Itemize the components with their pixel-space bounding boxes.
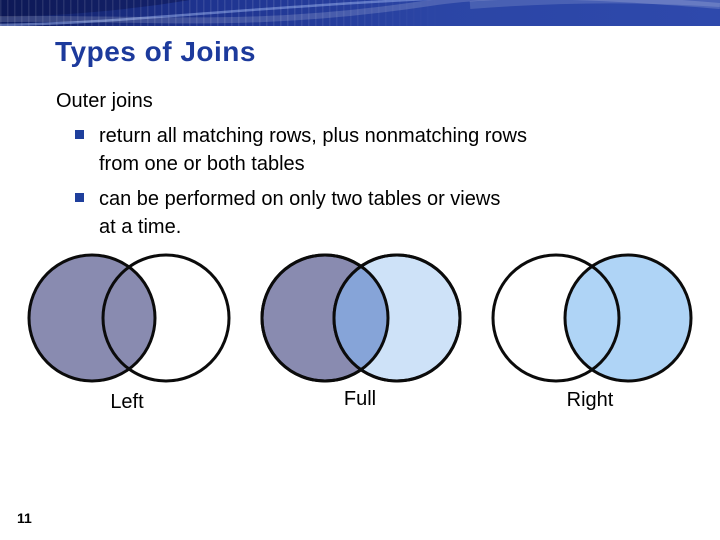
full-join-left-outline <box>260 253 390 383</box>
venn-diagrams <box>27 253 693 383</box>
bullet-line: can be performed on only two tables or v… <box>99 188 501 210</box>
left-join-left-circle <box>27 253 157 383</box>
venn-label-right: Right <box>566 389 614 411</box>
header-banner <box>0 0 720 26</box>
left-join-right-circle <box>101 253 231 383</box>
slide-title: Types of Joins <box>55 36 256 67</box>
bullet-item: can be performed on only two tables or v… <box>56 185 556 241</box>
body-text-block: Outer joins return all matching rows, pl… <box>56 87 556 241</box>
full-join-overlap-region <box>334 255 388 381</box>
body-heading: Outer joins <box>56 90 153 112</box>
venn-label-full: Full <box>343 388 377 410</box>
right-join-right-circle <box>563 253 693 383</box>
venn-right-join <box>491 253 693 383</box>
venn-label-left: Left <box>110 391 144 413</box>
bullet-line: at a time. <box>99 216 182 238</box>
right-join-left-circle <box>491 253 621 383</box>
page-number: 11 <box>17 510 32 526</box>
full-join-right-outline <box>332 253 462 383</box>
bullet-square-icon <box>75 130 84 139</box>
bullet-line: from one or both tables <box>99 153 305 175</box>
bullet-item: return all matching rows, plus nonmatchi… <box>56 122 556 178</box>
bullet-square-icon <box>75 193 84 202</box>
banner-swoosh-art <box>0 0 720 26</box>
banner-stripes <box>0 0 447 26</box>
bullet-line: return all matching rows, plus nonmatchi… <box>99 125 527 147</box>
venn-left-join <box>27 253 231 383</box>
venn-full-join <box>260 253 462 383</box>
